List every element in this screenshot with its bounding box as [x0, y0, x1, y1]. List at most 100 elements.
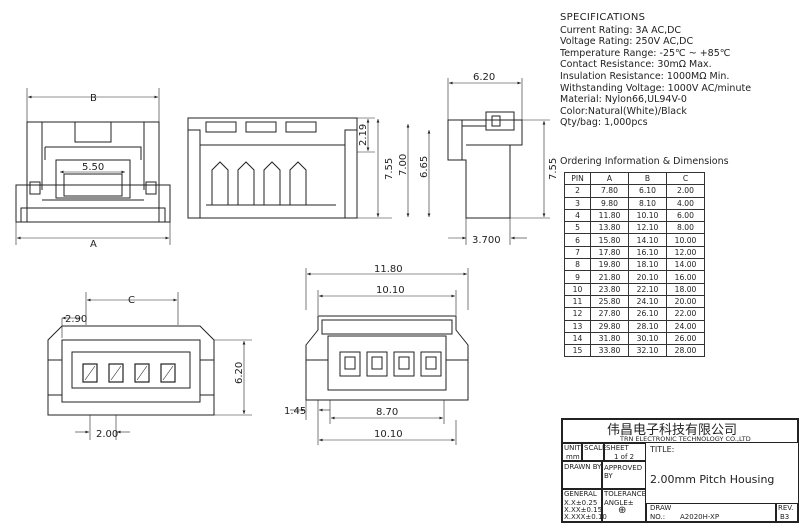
dim-b-label: B	[90, 93, 97, 104]
table-cell: 24.00	[666, 319, 705, 333]
table-cell: 15.80	[590, 233, 629, 247]
spec-line: Temperature Range: -25℃ ~ +85℃	[560, 47, 731, 59]
table-cell: 6.10	[628, 184, 667, 198]
drawn-by-label: DRAWN BY	[564, 463, 602, 471]
dim-3700-label: 3.700	[472, 235, 501, 246]
projection-icon: ⊕	[618, 505, 627, 516]
table-cell: 12	[564, 307, 591, 321]
spec-line: Withstanding Voltage: 1000V AC/minute	[560, 82, 752, 94]
spec-line: Contact Resistance: 30mΩ Max.	[560, 59, 712, 71]
table-cell: 29.80	[590, 319, 629, 333]
dim-145-label: 1.45	[284, 406, 306, 417]
table-cell: 7.80	[590, 184, 629, 198]
spec-line: Voltage Rating: 250V AC,DC	[560, 36, 694, 48]
table-cell: 14	[564, 331, 591, 346]
table-cell: 28.00	[666, 344, 705, 358]
table-cell: 13	[564, 319, 591, 333]
tolerance-label: TOLERANCE	[604, 490, 647, 498]
dim-219-label: 2.19	[358, 124, 369, 146]
table-cell: 11	[564, 294, 591, 309]
scale-cell	[582, 443, 604, 461]
table-cell: 24.10	[628, 294, 667, 309]
table-cell: 25.80	[590, 294, 629, 309]
dim-755-side-label: 7.55	[548, 158, 559, 180]
title-block: 伟昌电子科技有限公司 TRN ELECTRONIC TECHNOLOGY CO.…	[561, 418, 799, 523]
bottom-view: C 2.90 6.20 2.00	[47, 292, 252, 440]
table-cell: 27.80	[590, 307, 629, 321]
tolerance-1: X.X±0.25	[564, 499, 598, 507]
dim-a-label: A	[90, 239, 97, 250]
table-cell: 26.00	[666, 331, 705, 346]
table-cell: 4	[564, 208, 591, 223]
specifications-title: SPECIFICATIONS	[560, 12, 646, 23]
tolerance-2: X.XX±0.15	[564, 506, 603, 514]
table-cell: 16.00	[666, 270, 705, 284]
table-header-row: PIN A B C	[564, 171, 705, 186]
approved-by-label: APPROVED BY	[604, 464, 643, 480]
spec-line: Current Rating: 3A AC,DC	[560, 24, 682, 36]
dim-665-label: 6.65	[419, 156, 430, 178]
draw-number: A2020H-XP	[680, 513, 720, 521]
table-cell: 7	[564, 245, 591, 260]
table-cell: 8.10	[628, 196, 667, 210]
tolerance-cell	[602, 489, 646, 522]
scale-label: SCALE	[584, 444, 607, 452]
dim-755-front-label: 7.55	[384, 158, 395, 180]
general-cell	[562, 489, 602, 522]
sheet-label: SHEET	[606, 444, 629, 452]
dim-200-label: 2.00	[96, 429, 118, 440]
draw-label: DRAW	[650, 504, 672, 512]
header-b: B	[628, 171, 667, 186]
spec-line: Qty/bag: 1,000pcs	[560, 117, 648, 129]
table-cell: 23.80	[590, 282, 629, 296]
title-label: TITLE:	[650, 445, 675, 454]
table-cell: 22.10	[628, 282, 667, 296]
dim-620-bottom-label: 6.20	[234, 362, 245, 384]
sheet-cell	[604, 443, 646, 461]
table-cell: 18.10	[628, 258, 667, 272]
table-cell: 2.00	[666, 184, 705, 198]
table-cell: 10.10	[628, 208, 667, 223]
ordering-title: Ordering Information & Dimensions	[560, 156, 729, 167]
table-cell: 13.80	[590, 221, 629, 235]
table-cell: 18.00	[666, 282, 705, 296]
table-cell: 6.00	[666, 208, 705, 223]
specifications-block: SPECIFICATIONS Current Rating: 3A AC,DC …	[560, 12, 796, 129]
table-cell: 14.10	[628, 233, 667, 247]
table-cell: 2	[564, 184, 591, 198]
tolerance-3: X.XXX±0.10	[564, 513, 607, 521]
spec-line: Material: Nylon66,UL94V-0	[560, 94, 687, 106]
header-c: C	[666, 171, 705, 186]
table-cell: 5	[564, 221, 591, 235]
dim-550-label: 5.50	[82, 162, 104, 173]
general-label: GENERAL	[564, 490, 597, 498]
rear-view: 11.80 10.10 1.45 8.70 10.10	[284, 264, 469, 445]
table-cell: 11.80	[590, 208, 629, 223]
header-pin: PIN	[564, 171, 591, 186]
approved-by-cell	[602, 461, 646, 489]
table-cell: 10.00	[666, 233, 705, 247]
table-cell: 4.00	[666, 196, 705, 210]
top-view: B 5.50 A	[15, 88, 171, 250]
table-cell: 26.10	[628, 307, 667, 321]
dim-1010-top-label: 10.10	[376, 285, 405, 296]
table-cell: 6	[564, 233, 591, 247]
table-cell: 31.80	[590, 331, 629, 346]
header-a: A	[590, 171, 629, 186]
drawn-by-cell	[562, 461, 602, 489]
